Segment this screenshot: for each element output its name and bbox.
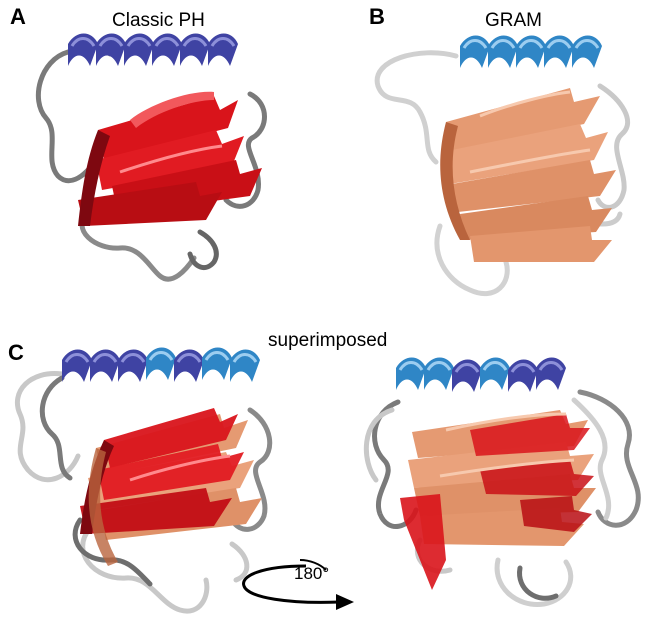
panel-c-left-helices — [60, 346, 262, 384]
panel-c-title: superimposed — [268, 330, 388, 351]
panel-c-letter: C — [8, 340, 24, 365]
panel-b-title: GRAM — [485, 10, 542, 31]
panel-c-left — [14, 346, 273, 614]
panel-c-right-loops — [363, 389, 641, 607]
panel-a — [35, 32, 267, 282]
panel-b-letter: B — [369, 4, 385, 29]
panel-c-left-beta-sheets — [80, 408, 262, 566]
panel-a-letter: A — [10, 4, 26, 29]
panel-a-title: Classic PH — [112, 10, 205, 31]
panel-c-right-helices — [394, 356, 568, 394]
panel-b — [374, 34, 630, 297]
panel-b-helix — [458, 34, 604, 70]
panel-c-right-beta-sheets — [400, 410, 596, 590]
panel-b-beta-sheet — [440, 88, 616, 262]
rotation-arrow-icon — [242, 559, 354, 610]
panel-a-beta-sheet — [78, 91, 262, 226]
rotation-label: 180° — [294, 564, 330, 583]
panel-c-right — [363, 356, 641, 607]
panel-a-helix — [66, 32, 240, 68]
